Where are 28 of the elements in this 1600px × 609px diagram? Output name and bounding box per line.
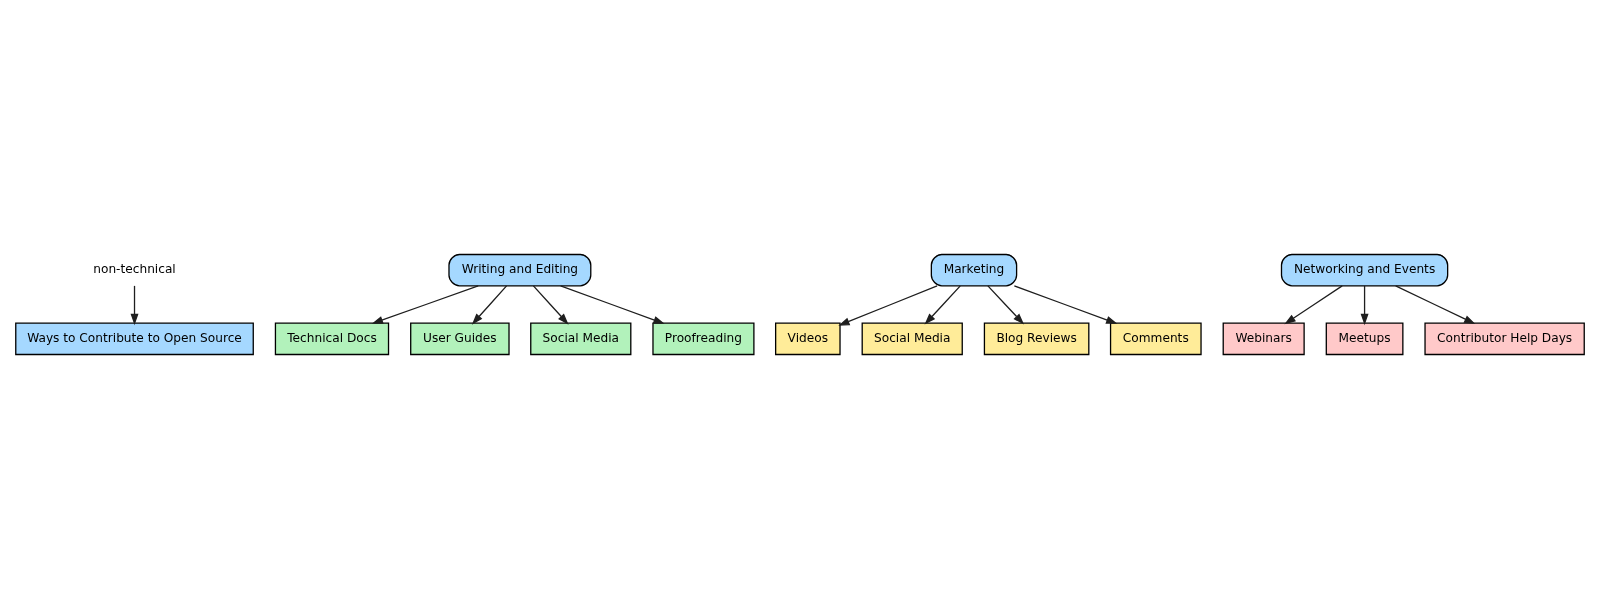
arrow (1395, 285, 1476, 324)
node-box: Networking and Events (1280, 253, 1449, 287)
arrow (130, 285, 139, 326)
node-box: User Guides (410, 322, 510, 356)
arrow (1360, 285, 1369, 326)
node-box: Proofreading (652, 322, 755, 356)
node-text: non-technical (93, 262, 176, 277)
node-box: Writing and Editing (448, 253, 592, 287)
arrow (371, 285, 479, 324)
arrow (1013, 285, 1118, 324)
node-box: Contributor Help Days (1424, 322, 1585, 356)
arrow (987, 285, 1025, 325)
node-box: Blog Reviews (983, 322, 1090, 356)
arrow (559, 285, 665, 324)
node-box: Comments (1109, 322, 1202, 356)
node-box: Technical Docs (274, 322, 390, 356)
node-box: Social Media (530, 322, 632, 356)
node-box: Social Media (861, 322, 963, 356)
arrow (1284, 285, 1343, 325)
arrow (838, 285, 938, 326)
arrow (924, 285, 961, 325)
arrow (471, 285, 508, 325)
node-box: Meetups (1325, 322, 1404, 356)
arrow (532, 285, 569, 325)
node-box: Webinars (1222, 322, 1305, 356)
node-box: Videos (775, 322, 841, 356)
node-box: Marketing (930, 253, 1018, 287)
node-box: Ways to Contribute to Open Source (15, 322, 254, 356)
